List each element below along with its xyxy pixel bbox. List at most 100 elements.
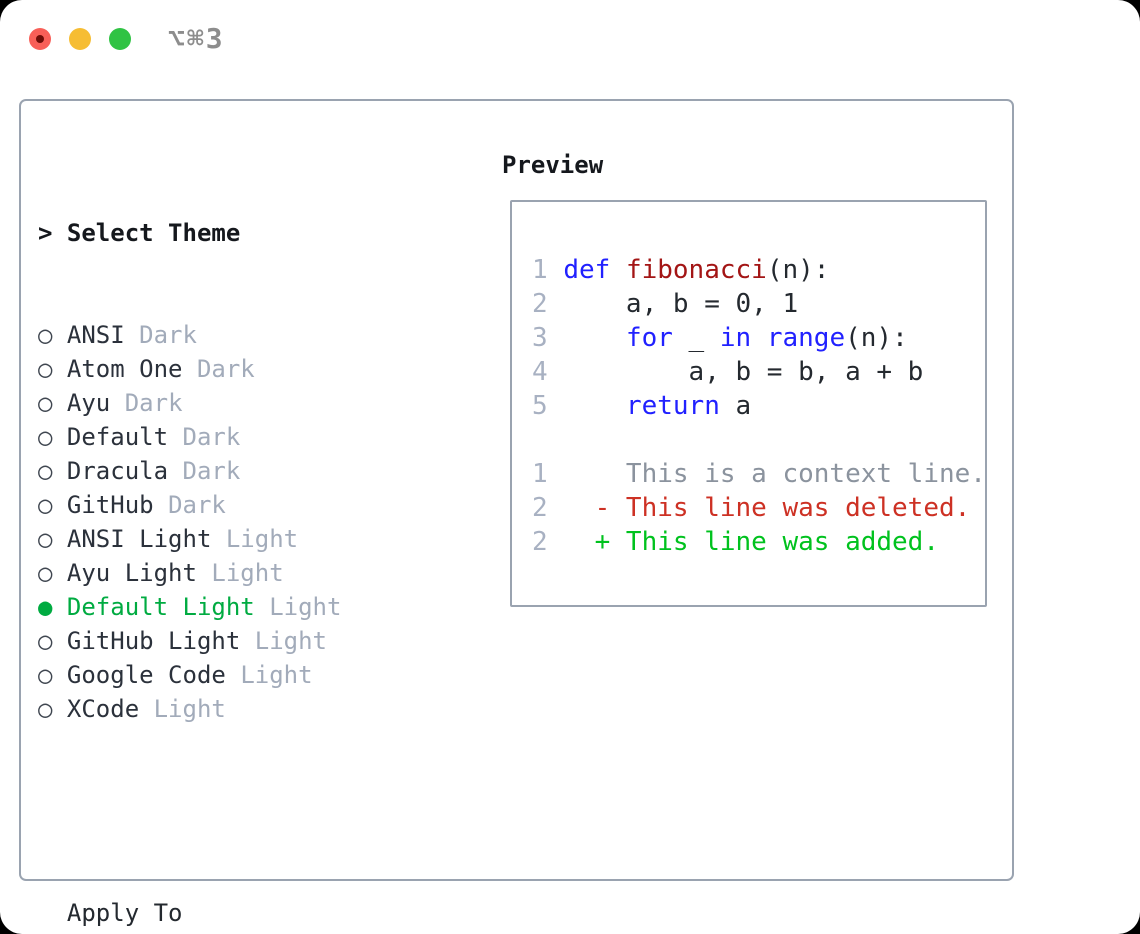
theme-name: Default: [66, 423, 169, 451]
preview-title: Preview: [502, 151, 604, 179]
code-segment: return: [625, 391, 720, 421]
theme-variant: Light: [211, 559, 284, 587]
code-segment: - This line was deleted.: [563, 493, 971, 523]
code-line: 5 return a: [532, 389, 986, 423]
select-theme-title: Select Theme: [66, 219, 241, 247]
theme-name: Dracula: [66, 457, 169, 485]
code-line: 2 - This line was deleted.: [532, 491, 986, 525]
code-segment: fibonacci: [625, 255, 767, 285]
line-number: 1: [532, 459, 564, 489]
code-segment: This is a context line.: [563, 459, 986, 489]
close-button[interactable]: [29, 28, 51, 50]
code-segment: a, b = b, a + b: [563, 357, 924, 387]
line-number: 3: [532, 323, 564, 353]
theme-name: GitHub: [66, 491, 154, 519]
theme-variant: Light: [269, 593, 342, 621]
code-line: 2 a, b = 0, 1: [532, 287, 986, 321]
radio-icon: ○: [38, 627, 53, 655]
radio-icon: ○: [38, 423, 53, 451]
prompt-caret-icon: >: [38, 219, 53, 247]
theme-name: XCode: [66, 695, 140, 723]
line-number: 2: [532, 527, 564, 557]
code-segment: [563, 391, 626, 421]
theme-name: Google Code: [66, 661, 226, 689]
spacer: [38, 794, 443, 828]
code-segment: [751, 323, 767, 353]
line-number: 2: [532, 289, 564, 319]
line-number: 5: [532, 391, 564, 421]
theme-variant: Dark: [139, 321, 197, 349]
code-segment: range: [766, 323, 846, 353]
theme-name: Atom One: [66, 355, 183, 383]
theme-variant: Dark: [182, 423, 241, 451]
theme-item[interactable]: ○ Google Code Light: [38, 658, 443, 692]
theme-variant: Light: [240, 661, 313, 689]
theme-variant: Light: [225, 525, 299, 553]
theme-name: Ayu: [66, 389, 111, 417]
theme-list: ○ ANSI Dark○ Atom One Dark○ Ayu Dark○ De…: [38, 318, 443, 726]
theme-picker: > Select Theme ○ ANSI Dark○ Atom One Dar…: [38, 148, 443, 934]
theme-variant: Dark: [182, 457, 241, 485]
radio-selected-icon: ●: [38, 593, 53, 621]
close-dot-icon: [36, 35, 44, 43]
theme-variant: Dark: [196, 355, 255, 383]
line-number: 4: [532, 357, 564, 387]
line-number: 1: [532, 255, 564, 285]
code-segment: [610, 255, 626, 285]
zoom-button[interactable]: [109, 28, 131, 50]
code-segment: _: [672, 323, 720, 353]
radio-icon: ○: [38, 355, 53, 383]
code-segment: a, b = 0, 1: [563, 289, 799, 319]
radio-icon: ○: [38, 321, 53, 349]
theme-item[interactable]: ○ ANSI Light Light: [38, 522, 443, 556]
theme-item[interactable]: ○ Ayu Dark: [38, 386, 443, 420]
radio-icon: ○: [38, 457, 53, 485]
radio-icon: ○: [38, 559, 53, 587]
radio-icon: ○: [38, 661, 53, 689]
theme-item[interactable]: ○ Dracula Dark: [38, 454, 443, 488]
code-segment: in: [719, 323, 752, 353]
code-line: 1 def fibonacci(n):: [532, 253, 986, 287]
theme-item[interactable]: ○ Default Dark: [38, 420, 443, 454]
code-line: 1 This is a context line.: [532, 457, 986, 491]
minimize-button[interactable]: [69, 28, 91, 50]
theme-variant: Dark: [168, 491, 226, 519]
theme-variant: Dark: [124, 389, 183, 417]
line-number: [532, 425, 563, 455]
theme-name: Default Light: [66, 593, 255, 621]
apply-to-header: Apply To: [38, 896, 443, 930]
radio-icon: ○: [38, 389, 53, 417]
radio-icon: ○: [38, 695, 53, 723]
select-theme-header: > Select Theme: [38, 216, 443, 250]
radio-icon: ○: [38, 491, 53, 519]
theme-name: ANSI Light: [66, 525, 212, 553]
theme-variant: Light: [254, 627, 327, 655]
theme-name: ANSI: [66, 321, 125, 349]
theme-variant: Light: [153, 695, 226, 723]
code-line: [532, 423, 986, 457]
code-line: 2 + This line was added.: [532, 525, 986, 559]
code-segment: for: [625, 323, 673, 353]
theme-name: Ayu Light: [66, 559, 197, 587]
code-segment: + This line was added.: [563, 527, 939, 557]
theme-item[interactable]: ○ XCode Light: [38, 692, 443, 726]
code-segment: def: [563, 255, 611, 285]
code-line: 3 for _ in range(n):: [532, 321, 986, 355]
theme-name: GitHub Light: [66, 627, 241, 655]
theme-item[interactable]: ○ Atom One Dark: [38, 352, 443, 386]
code-segment: (n):: [845, 323, 908, 353]
code-segment: [563, 323, 626, 353]
theme-item[interactable]: ○ GitHub Light Light: [38, 624, 443, 658]
apply-to-title: Apply To: [66, 899, 183, 927]
window-shortcut-label: ⌥⌘3: [168, 22, 225, 55]
titlebar: ⌥⌘3: [0, 0, 1140, 78]
theme-item[interactable]: ● Default Light Light: [38, 590, 443, 624]
theme-item[interactable]: ○ Ayu Light Light: [38, 556, 443, 590]
theme-item[interactable]: ○ GitHub Dark: [38, 488, 443, 522]
theme-item[interactable]: ○ ANSI Dark: [38, 318, 443, 352]
code-line: 4 a, b = b, a + b: [532, 355, 986, 389]
code-segment: (n):: [766, 255, 830, 285]
